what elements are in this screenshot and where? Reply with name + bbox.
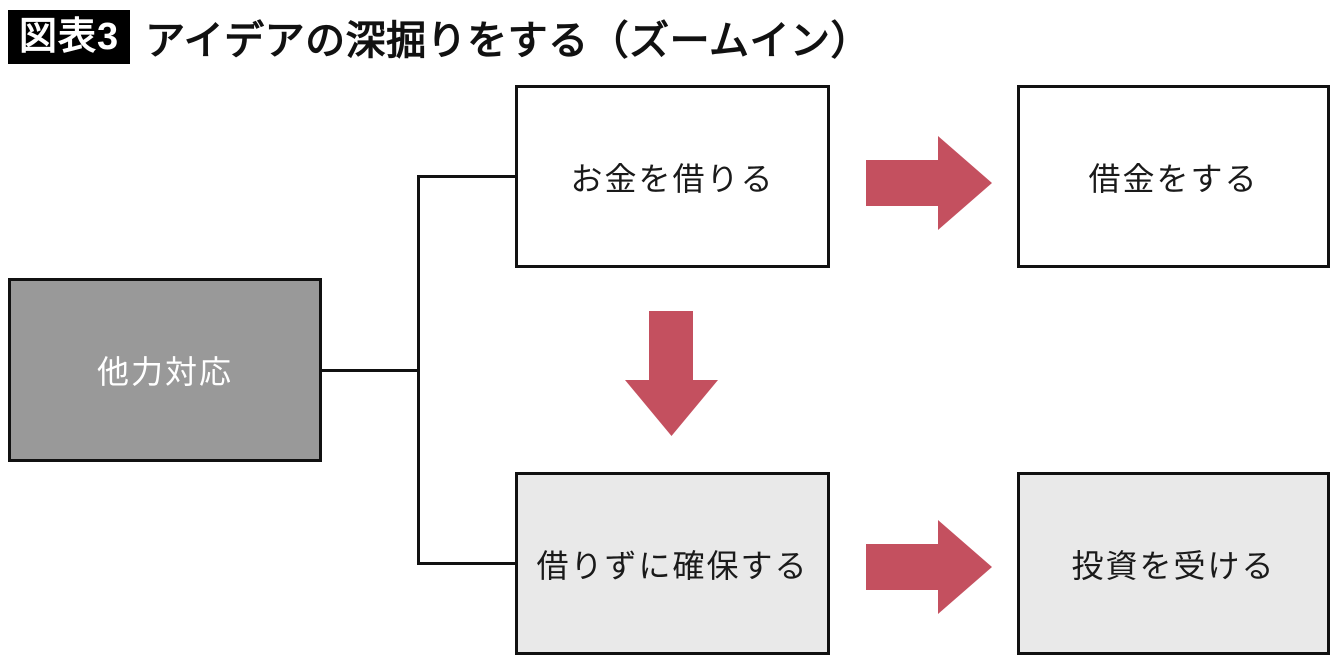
right-arrow-shape	[866, 136, 992, 230]
node-idea-top-label: お金を借りる	[570, 160, 775, 197]
node-result-top-label: 借金をする	[1088, 160, 1259, 197]
down-arrow-icon	[625, 311, 718, 436]
node-idea-bottom: 借りずに確保する	[515, 472, 830, 655]
connector-root-line	[322, 369, 418, 372]
connector-branch-bottom	[417, 562, 515, 565]
figure-title-text: アイデアの深掘りをする（ズームイン）	[145, 19, 871, 63]
right-arrow-icon	[866, 136, 992, 230]
node-root: 他力対応	[8, 278, 322, 462]
right-arrow-shape	[866, 520, 992, 614]
node-idea-bottom-label: 借りずに確保する	[536, 547, 809, 584]
node-idea-top: お金を借りる	[515, 85, 830, 268]
node-result-bottom: 投資を受ける	[1017, 472, 1330, 655]
right-arrow-icon	[866, 520, 992, 614]
node-result-bottom-label: 投資を受ける	[1071, 547, 1276, 584]
connector-branch-vertical	[417, 175, 420, 565]
node-result-top: 借金をする	[1017, 85, 1330, 268]
connector-branch-top	[417, 175, 515, 178]
node-root-label: 他力対応	[96, 354, 233, 390]
figure-number-badge: 図表3	[8, 10, 131, 64]
down-arrow-shape	[625, 311, 718, 436]
figure-title: 図表3 アイデアの深掘りをする（ズームイン）	[8, 8, 871, 66]
